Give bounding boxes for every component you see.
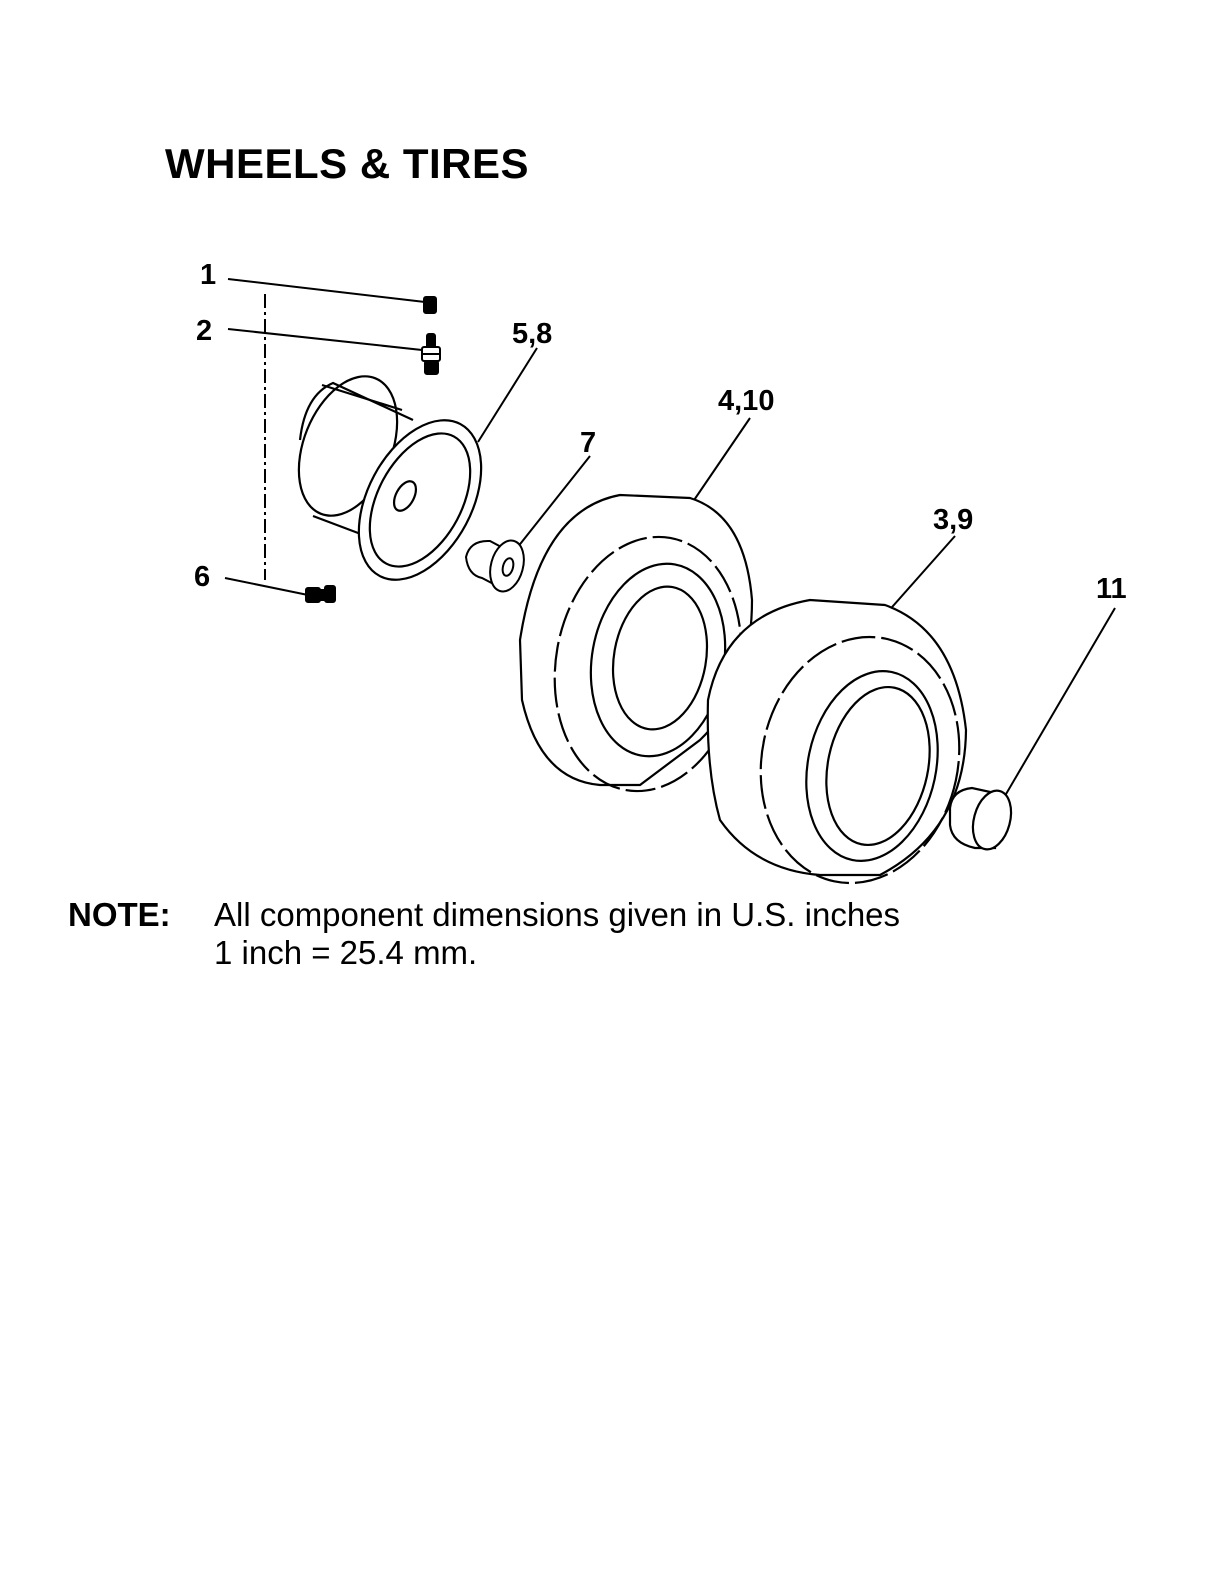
valve-cap-part (424, 297, 436, 313)
note-text-line-2: 1 inch = 25.4 mm. (214, 934, 477, 972)
note-text-line-1: All component dimensions given in U.S. i… (214, 896, 900, 934)
callout-3-9: 3,9 (933, 504, 973, 536)
callout-1: 1 (200, 259, 216, 291)
bushing-part (466, 537, 529, 596)
callout-11: 11 (1096, 573, 1127, 605)
valve-stem-part (422, 334, 440, 374)
wheels-tires-exploded-diagram: 1 2 5,8 4,10 7 3,9 6 11 (0, 0, 1225, 900)
rear-tire-part (708, 600, 982, 900)
callout-4-10: 4,10 (718, 385, 774, 417)
callout-5-8: 5,8 (512, 318, 552, 350)
lug-bolt-part (306, 586, 335, 602)
callout-6: 6 (194, 561, 210, 593)
callout-2: 2 (196, 315, 212, 347)
note-label: NOTE: (68, 896, 171, 934)
callout-7: 7 (580, 427, 596, 459)
hub-cap-part (950, 786, 1017, 853)
